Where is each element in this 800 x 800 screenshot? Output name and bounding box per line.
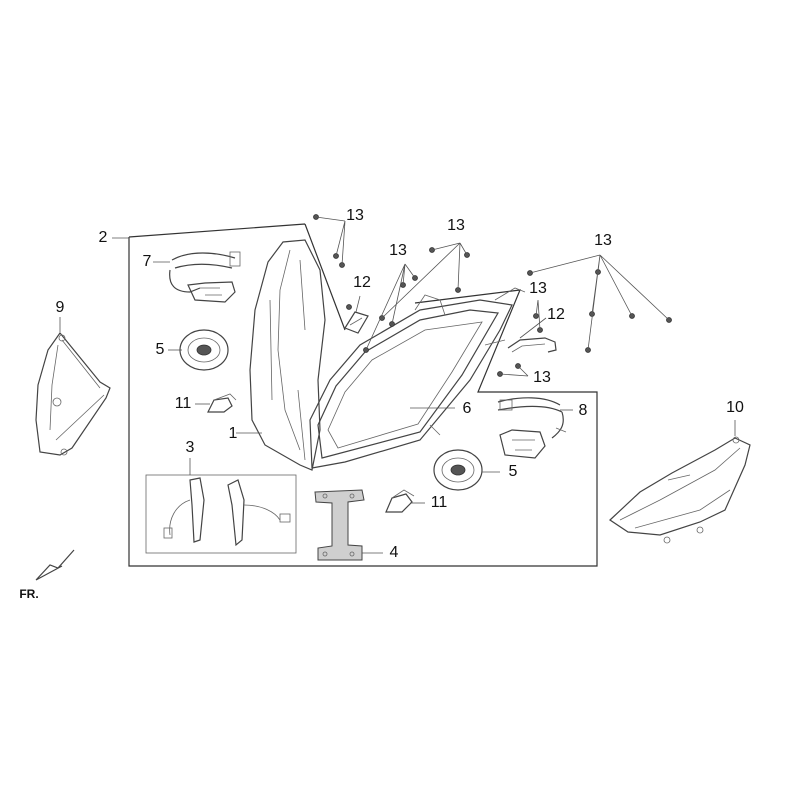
callout-6: 6	[462, 400, 472, 417]
callout-8: 8	[578, 402, 588, 419]
callout-3: 3	[185, 439, 195, 456]
callout-12-left: 12	[353, 274, 371, 291]
leader-12a	[355, 295, 361, 313]
bulb-upper-part	[207, 393, 237, 413]
callout-13-a: 13	[346, 207, 364, 224]
callout-10: 10	[726, 399, 744, 416]
headlight-bracket-part	[314, 489, 365, 561]
wiring-harness-left-part	[169, 251, 241, 303]
wiring-harness-right-part	[497, 397, 567, 459]
callout-13-b: 13	[447, 217, 465, 234]
headlight-housing-part	[249, 239, 326, 471]
front-direction-arrow-icon	[35, 549, 75, 581]
left-turn-signal-part	[35, 332, 111, 456]
leader-12b	[519, 317, 547, 339]
callout-5-lower: 5	[508, 463, 518, 480]
callout-7: 7	[142, 253, 152, 270]
callout-11-upper: 11	[174, 395, 192, 412]
small-bracket-right-part	[507, 337, 557, 353]
screw-group	[313, 214, 672, 377]
rubber-cap-lower-part	[433, 449, 483, 491]
callout-12-right: 12	[547, 306, 565, 323]
front-direction-label: FR.	[19, 587, 39, 601]
callout-9: 9	[55, 299, 65, 316]
callout-13-c: 13	[389, 242, 407, 259]
callout-11-lower: 11	[430, 494, 448, 511]
callout-1: 1	[228, 425, 238, 442]
callout-13-e: 13	[529, 280, 547, 297]
small-bracket-left-part	[344, 311, 369, 334]
callout-5-upper: 5	[155, 341, 165, 358]
right-turn-signal-part	[609, 436, 751, 544]
callout-4: 4	[389, 544, 399, 561]
callout-2: 2	[98, 229, 108, 246]
headlight-lens-part	[309, 287, 526, 469]
callout-13-f: 13	[533, 369, 551, 386]
callout-13-d: 13	[594, 232, 612, 249]
position-lamp-assembly-part	[145, 474, 297, 554]
rubber-cap-upper-part	[179, 329, 229, 371]
bulb-lower-part	[385, 489, 415, 513]
